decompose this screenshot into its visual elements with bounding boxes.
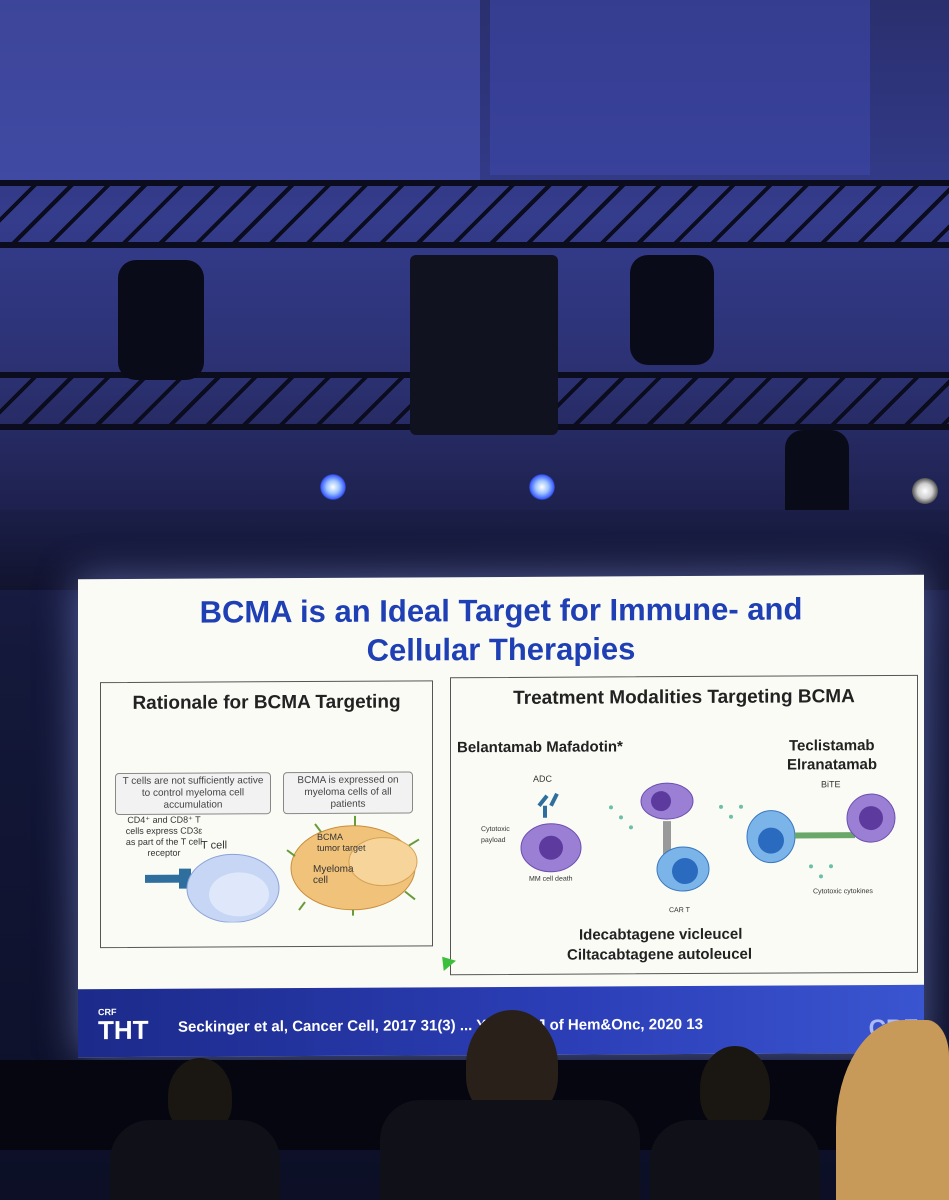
audience-head-right bbox=[700, 1046, 770, 1130]
mm-cell-death-label: MM cell death bbox=[529, 875, 573, 883]
myeloma-cell-illustration bbox=[286, 815, 420, 916]
treatment-illustration bbox=[520, 782, 896, 892]
rationale-heading: Rationale for BCMA Targeting bbox=[132, 691, 401, 714]
t-cell-receptor bbox=[145, 874, 189, 883]
bite-diagram bbox=[746, 793, 896, 864]
treatment-heading: Treatment Modalities Targeting BCMA bbox=[513, 686, 855, 709]
projection-screen: BCMA is an Ideal Target for Immune- and … bbox=[78, 574, 924, 1058]
myeloma-label: Myeloma cell bbox=[313, 863, 354, 886]
audience bbox=[0, 1010, 949, 1200]
moving-head-light-left bbox=[118, 260, 204, 380]
stage-light-right bbox=[912, 478, 938, 504]
slide-title-line2: Cellular Therapies bbox=[366, 631, 636, 668]
teclistamab-label: Teclistamab bbox=[789, 737, 875, 755]
stage-light-left bbox=[320, 474, 346, 500]
audience-body-left bbox=[110, 1120, 280, 1200]
elranatamab-label: Elranatamab bbox=[787, 756, 878, 774]
ciltacabtagene-label: Ciltacabtagene autoleucel bbox=[567, 945, 753, 964]
audience-body-right bbox=[650, 1120, 820, 1200]
treatment-panel: Treatment Modalities Targeting BCMA Bela… bbox=[450, 674, 918, 976]
car-t-label: CAR T bbox=[669, 907, 690, 915]
audience-head-far-right bbox=[836, 1020, 949, 1200]
cytotoxic-payload-label: Cytotoxic payload bbox=[481, 825, 510, 845]
bcma-target-label: BCMA tumor target bbox=[317, 831, 366, 853]
tcell-illustration bbox=[145, 853, 280, 923]
ceiling-panel bbox=[0, 0, 480, 180]
slide-title: BCMA is an Ideal Target for Immune- and … bbox=[78, 589, 924, 671]
cart-diagram bbox=[640, 782, 710, 892]
bcma-expressed-tag: BCMA is expressed on myeloma cells of al… bbox=[283, 771, 413, 815]
ceiling bbox=[0, 0, 949, 560]
footer-citation: Seckinger et al, Cancer Cell, 2017 31(3)… bbox=[178, 1015, 703, 1036]
tcell-label: T cell bbox=[201, 839, 228, 852]
ceiling-grid bbox=[490, 0, 870, 175]
tcells-tag: T cells are not sufficiently active to c… bbox=[115, 772, 271, 816]
audience-body-center bbox=[380, 1100, 640, 1200]
cytotoxic-cytokines-label: Cytotoxic cytokines bbox=[813, 888, 873, 896]
idecabtagene-label: Idecabtagene vicleucel bbox=[579, 925, 743, 944]
slide-title-line1: BCMA is an Ideal Target for Immune- and bbox=[199, 591, 803, 630]
rationale-panel: Rationale for BCMA Targeting T cells are… bbox=[100, 680, 433, 949]
myeloma-nucleus bbox=[348, 837, 418, 887]
adc-diagram bbox=[520, 792, 582, 873]
moving-head-light-center bbox=[630, 255, 714, 365]
crf-tht-logo: CRF THT bbox=[98, 1007, 149, 1045]
projector bbox=[410, 255, 558, 435]
stage-light-center bbox=[529, 474, 555, 500]
belantamab-label: Belantamab Mafadotin* bbox=[457, 738, 623, 757]
truss-upper bbox=[0, 180, 949, 248]
